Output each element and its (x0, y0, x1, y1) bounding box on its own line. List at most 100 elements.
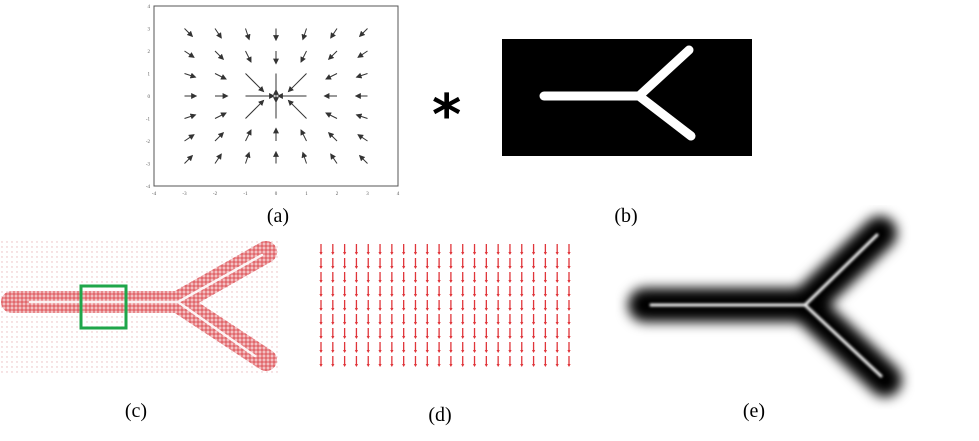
arrow-head (567, 280, 571, 283)
arrow-head (366, 322, 370, 325)
arrow-head (567, 350, 571, 353)
arrow-head (496, 252, 500, 255)
arrow-head (425, 308, 429, 311)
arrow-head (354, 266, 359, 269)
y-tick-label: 0 (148, 95, 151, 100)
y-tick-label: 4 (148, 5, 151, 10)
arrow-head (484, 308, 488, 311)
arrow-head (508, 308, 512, 311)
arrow-head (484, 266, 488, 269)
arrow-head (461, 336, 465, 339)
field-arrow (245, 129, 252, 142)
field-arrow (214, 28, 222, 39)
field-arrow (214, 73, 227, 80)
arrow-head (366, 280, 370, 283)
arrow-head (496, 266, 500, 269)
caption-c: (c) (124, 400, 148, 422)
field-arrow (327, 131, 338, 142)
arrow-head (343, 364, 347, 367)
field-arrow (244, 28, 251, 41)
arrow-head (543, 252, 547, 255)
field-arrow (214, 50, 225, 61)
field-arrow (358, 28, 368, 38)
arrow-head (520, 294, 524, 297)
field-arrow (244, 151, 251, 164)
arrow-head (366, 252, 370, 255)
arrow-head (331, 308, 335, 311)
arrow-head (508, 252, 512, 255)
field-arrow (214, 131, 225, 142)
arrow-head (567, 364, 571, 367)
arrow-head (331, 266, 335, 269)
arrow-head (425, 266, 429, 269)
arrow-head (343, 350, 347, 353)
field-overlay (0, 240, 278, 375)
arrow-head (354, 252, 359, 255)
arrow-head (319, 294, 323, 297)
arrow-head (437, 322, 441, 325)
arrow-head (496, 294, 500, 297)
arrow-head (331, 364, 335, 367)
field-arrow (184, 28, 194, 38)
arrow-head (461, 350, 465, 353)
arrow-head (472, 252, 477, 255)
arrow-head (484, 364, 488, 367)
skeleton-image (502, 39, 752, 156)
arrow-head (531, 336, 536, 339)
arrow-head (437, 294, 441, 297)
arrow-head (531, 294, 536, 297)
arrow-head (378, 364, 382, 367)
arrow-head (567, 336, 571, 339)
arrow-head (520, 280, 524, 283)
arrow-head (425, 350, 429, 353)
arrow-head (402, 322, 406, 325)
arrow-head (331, 280, 335, 283)
caption-a: (a) (266, 205, 290, 227)
arrow-head (461, 322, 465, 325)
arrow-head (449, 350, 453, 353)
arrow-head (484, 252, 488, 255)
arrow-head (366, 350, 370, 353)
x-tick-label: -1 (243, 192, 248, 195)
caption-b: (b) (614, 205, 638, 227)
field-arrow (330, 153, 338, 164)
arrow-head (543, 364, 547, 367)
arrow-head (413, 364, 418, 367)
arrow-head (343, 294, 347, 297)
field-arrow (214, 153, 222, 164)
result-image (628, 216, 902, 397)
y-tick-label: 2 (148, 50, 151, 55)
arrow-head (319, 350, 323, 353)
caption-d: (d) (428, 404, 452, 426)
arrow-head (531, 364, 536, 367)
arrow-head (331, 322, 335, 325)
arrow-head (472, 364, 477, 367)
arrow-head (555, 322, 559, 325)
arrow-head (496, 336, 500, 339)
panel-c-field-overlay (0, 240, 278, 375)
arrow-head (472, 308, 477, 311)
arrow-head (449, 280, 453, 283)
field-arrow (358, 154, 368, 164)
arrow-head (472, 280, 477, 283)
arrow-head (543, 280, 547, 283)
arrow-head (531, 308, 536, 311)
arrow-head (449, 308, 453, 311)
arrow-head (354, 308, 359, 311)
arrow-head (413, 350, 418, 353)
arrow-head (437, 336, 441, 339)
arrow-head (413, 322, 418, 325)
arrow-head (354, 350, 359, 353)
y-tick-label: 1 (148, 73, 151, 78)
arrow-head (331, 336, 335, 339)
x-tick-label: -4 (152, 192, 157, 195)
field-arrow (300, 129, 307, 142)
arrow-head (449, 364, 453, 367)
field-center-line (28, 253, 264, 358)
arrow-head (461, 266, 465, 269)
arrow-head (378, 252, 382, 255)
field-arrow (357, 134, 368, 142)
arrow-head (461, 252, 465, 255)
field-arrow (184, 50, 195, 58)
arrow-head (567, 322, 571, 325)
